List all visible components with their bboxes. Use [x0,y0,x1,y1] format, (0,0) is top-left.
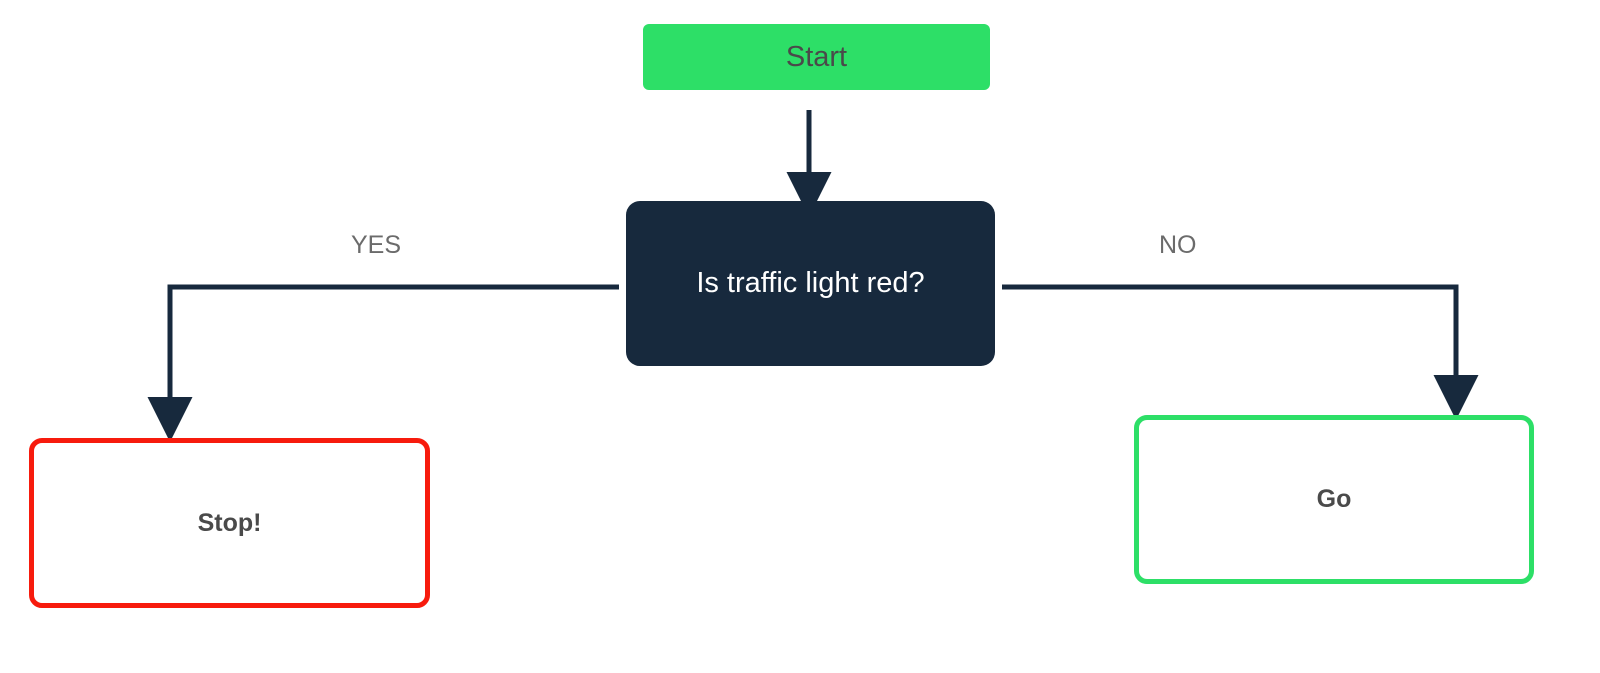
edge-decision-to-stop-line [147,284,619,442]
node-start[interactable]: Start [643,24,990,90]
edge-label-no: NO [1159,231,1197,259]
node-go[interactable]: Go [1134,415,1534,584]
node-decision[interactable]: Is traffic light red? [626,201,995,366]
edge-label-yes: YES [351,231,402,259]
edge-decision-to-go-line [1002,284,1479,420]
node-stop[interactable]: Stop! [29,438,430,608]
edge-decision-to-go [1002,284,1479,420]
edge-decision-to-stop [147,284,619,442]
